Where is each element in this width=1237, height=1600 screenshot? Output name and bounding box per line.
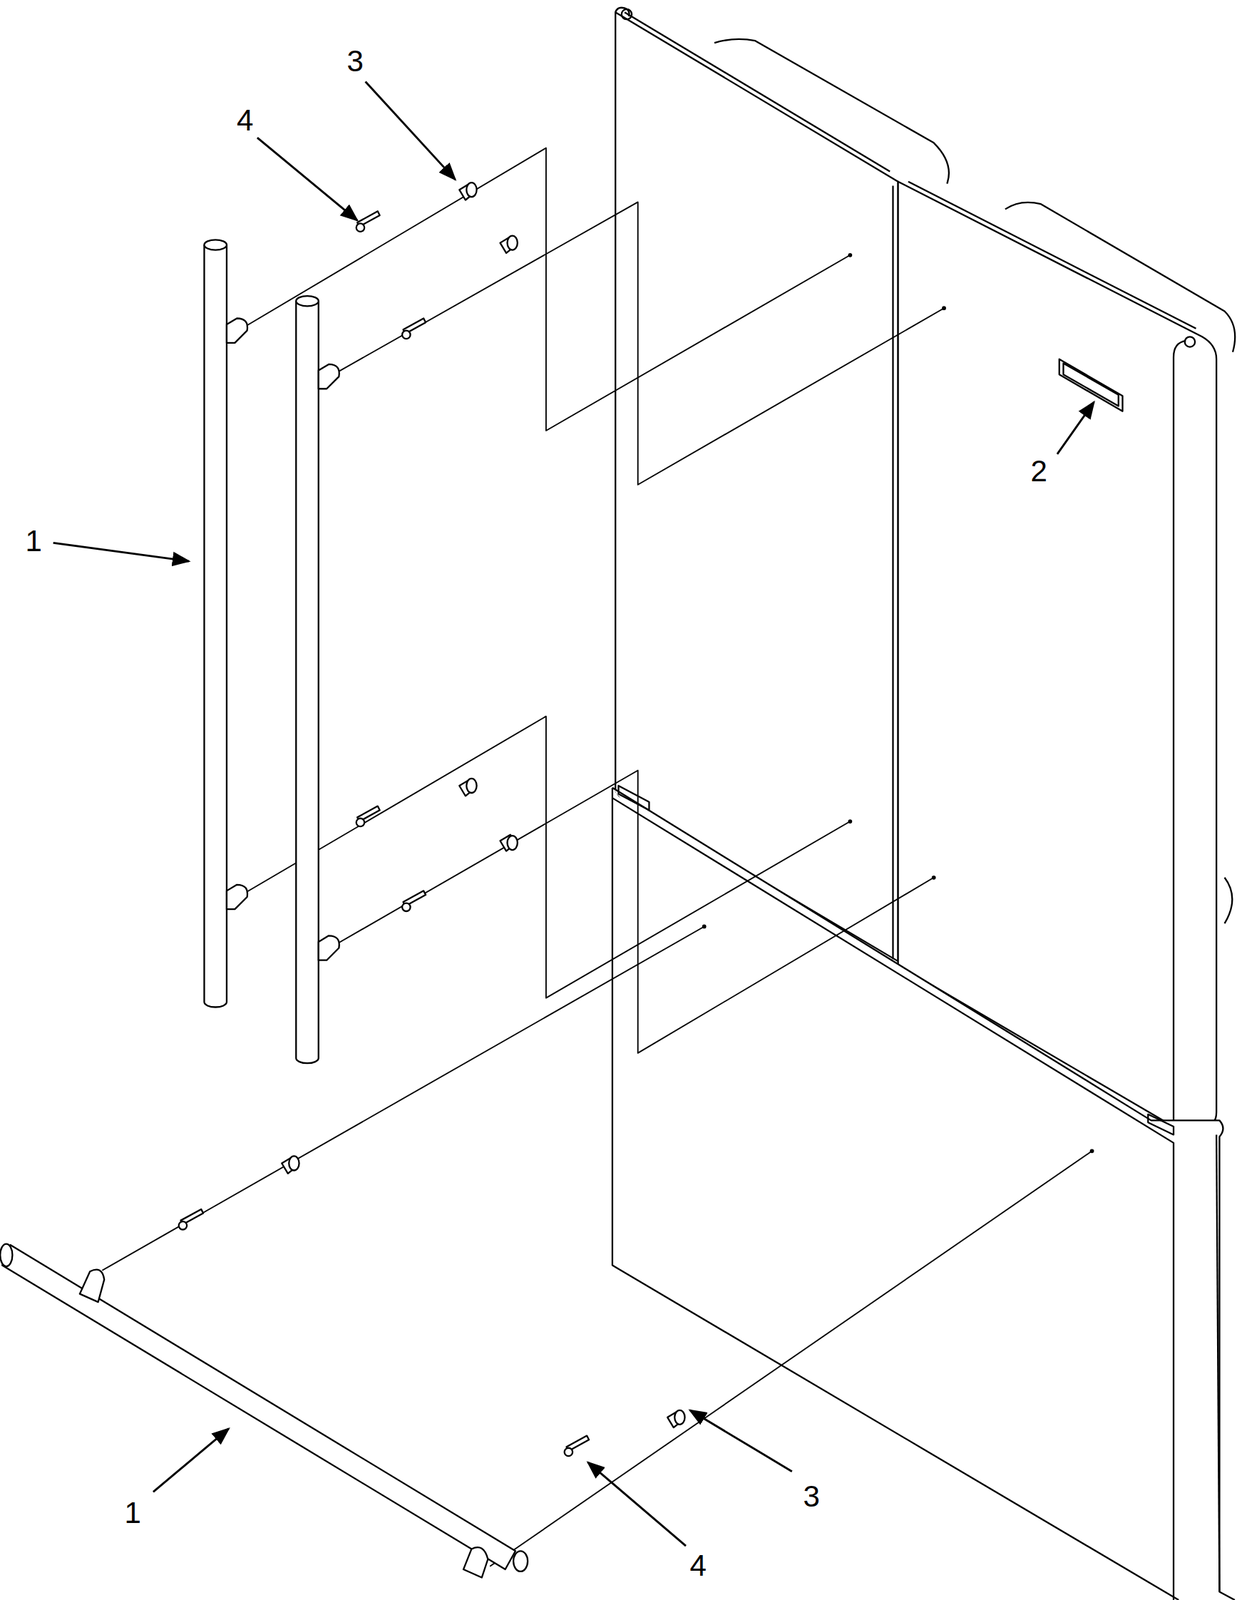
callout-number: 1 bbox=[25, 526, 43, 557]
callout-number: 4 bbox=[236, 105, 254, 136]
callout-number: 4 bbox=[689, 1550, 706, 1581]
callout-number: 3 bbox=[346, 46, 363, 77]
callout-number: 2 bbox=[1030, 456, 1048, 487]
callout-number: 3 bbox=[802, 1481, 820, 1512]
callout-number: 1 bbox=[124, 1497, 141, 1528]
